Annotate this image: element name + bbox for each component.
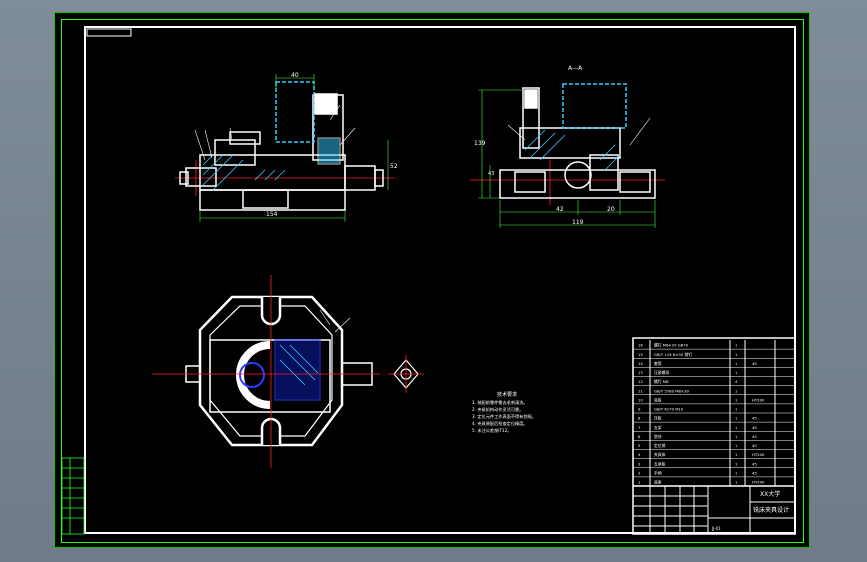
parts-cell-no: 12 [638, 379, 643, 384]
parts-cell-name: 支承板 [654, 461, 666, 466]
dim-side-right: 20 [607, 206, 615, 213]
parts-cell-name: GB/T 6170 M10 [654, 407, 684, 412]
tech-req-line: 5. 未注公差按IT12。 [472, 427, 512, 434]
drawing-border [84, 26, 796, 534]
parts-cell-name: 螺钉 M8 [654, 379, 669, 384]
parts-cell-no: 10 [638, 397, 643, 402]
front-view [175, 81, 395, 211]
side-view [470, 83, 665, 205]
parts-cell-no: 9 [638, 407, 641, 412]
parts-cell-name: 螺钉 M6×20 GB70 [654, 343, 689, 348]
dim-front-top: 40 [291, 72, 299, 79]
outer-border [61, 19, 804, 543]
parts-cell-name: 垫块 [654, 434, 662, 439]
parts-cell-name: 定位销 [654, 443, 666, 448]
parts-cell-no: 11 [638, 388, 643, 393]
parts-cell-qty: 1 [735, 343, 738, 348]
parts-cell-no: 3 [638, 461, 641, 466]
parts-cell-qty: 1 [735, 461, 738, 466]
parts-cell-no: 7 [638, 425, 641, 430]
parts-cell-no: 8 [638, 416, 641, 421]
section-label: A—A [568, 65, 583, 72]
parts-cell-mat: HT200 [752, 480, 765, 485]
dim-side-height: 139 [474, 140, 486, 147]
parts-cell-no: 6 [638, 434, 641, 439]
parts-cell-qty: 1 [735, 388, 738, 393]
dim-front-right: 52 [390, 163, 398, 170]
parts-cell-mat: HT200 [752, 397, 765, 402]
parts-cell-qty: 1 [735, 407, 738, 412]
parts-cell-no: 15 [638, 352, 643, 357]
parts-cell-no: 13 [638, 370, 643, 375]
front-dimensions [199, 74, 389, 222]
tech-req-line: 2. 夹紧机构动作灵活可靠。 [472, 406, 523, 413]
detail-diamond [388, 355, 424, 393]
title-school: XX大学 [760, 490, 780, 498]
parts-cell-qty: 1 [735, 352, 738, 357]
parts-cell-qty: 4 [735, 379, 738, 384]
parts-cell-name: 套筒 [654, 361, 662, 366]
parts-cell-mat: 45 [752, 461, 757, 466]
parts-cell-mat: 45 [752, 425, 757, 430]
parts-cell-name: 手柄 [654, 470, 662, 475]
dim-front-bottom: 154 [266, 211, 278, 218]
parts-cell-name: 支架 [654, 425, 662, 430]
parts-cell-no: 5 [638, 443, 641, 448]
parts-cell-no: 2 [638, 470, 641, 475]
parts-cell-name: 压紧螺母 [654, 370, 669, 375]
parts-cell-qty: 1 [735, 370, 738, 375]
plan-view [152, 275, 380, 468]
parts-cell-name: 底座 [654, 480, 662, 485]
title-drawing: 铣床夹具设计 [753, 506, 789, 514]
parts-cell-qty: 1 [735, 480, 738, 485]
parts-cell-mat: 45 [752, 434, 757, 439]
parts-cell-name: 底板 [654, 397, 662, 402]
parts-cell-qty: 1 [735, 452, 738, 457]
parts-cell-no: 16 [638, 343, 643, 348]
parts-cell-mat: 45 [752, 361, 757, 366]
title-drawing-no: JJ-01 [711, 526, 721, 531]
parts-cell-qty: 1 [735, 416, 738, 421]
parts-cell-no: 4 [638, 452, 641, 457]
tech-req-line: 1. 装配前零件需去毛刺清洗。 [472, 399, 528, 406]
parts-cell-qty: 1 [735, 397, 738, 402]
parts-cell-qty: 1 [735, 443, 738, 448]
dim-side-left: 43 [488, 171, 494, 177]
tech-req-line: 4. 夹具装配后检查定位精度。 [472, 420, 528, 427]
parts-cell-mat: 45 [752, 470, 757, 475]
side-dimensions [478, 89, 656, 228]
tech-req-line: 3. 定位元件工作表面不得有划痕。 [472, 413, 536, 420]
parts-cell-name: 夹具体 [654, 452, 666, 457]
dim-side-mid: 42 [556, 206, 564, 213]
parts-cell-name: GB/T 119 6×30 销钉 [654, 352, 692, 357]
tech-req-lines: 1. 装配前零件需去毛刺清洗。 2. 夹紧机构动作灵活可靠。 3. 定位元件工作… [472, 399, 536, 434]
parts-cell-qty: 1 [735, 470, 738, 475]
parts-cell-name: 压板 [654, 416, 662, 421]
revision-block [61, 457, 85, 535]
parts-cell-mat: 40 [752, 443, 757, 448]
parts-cell-qty: 1 [735, 434, 738, 439]
parts-cell-no: 14 [638, 361, 643, 366]
dim-side-bottom: 119 [572, 219, 584, 226]
parts-cell-mat: 45 [752, 416, 757, 421]
top-left-tag [86, 28, 132, 37]
parts-cell-qty: 1 [735, 425, 738, 430]
parts-cell-mat: HT200 [752, 452, 765, 457]
parts-cell-no: 1 [638, 480, 641, 485]
parts-cell-qty: 1 [735, 361, 738, 366]
parts-cell-name: GB/T 5780 M8×30 [654, 388, 690, 393]
tech-req-title: 技术要求 [497, 391, 517, 398]
